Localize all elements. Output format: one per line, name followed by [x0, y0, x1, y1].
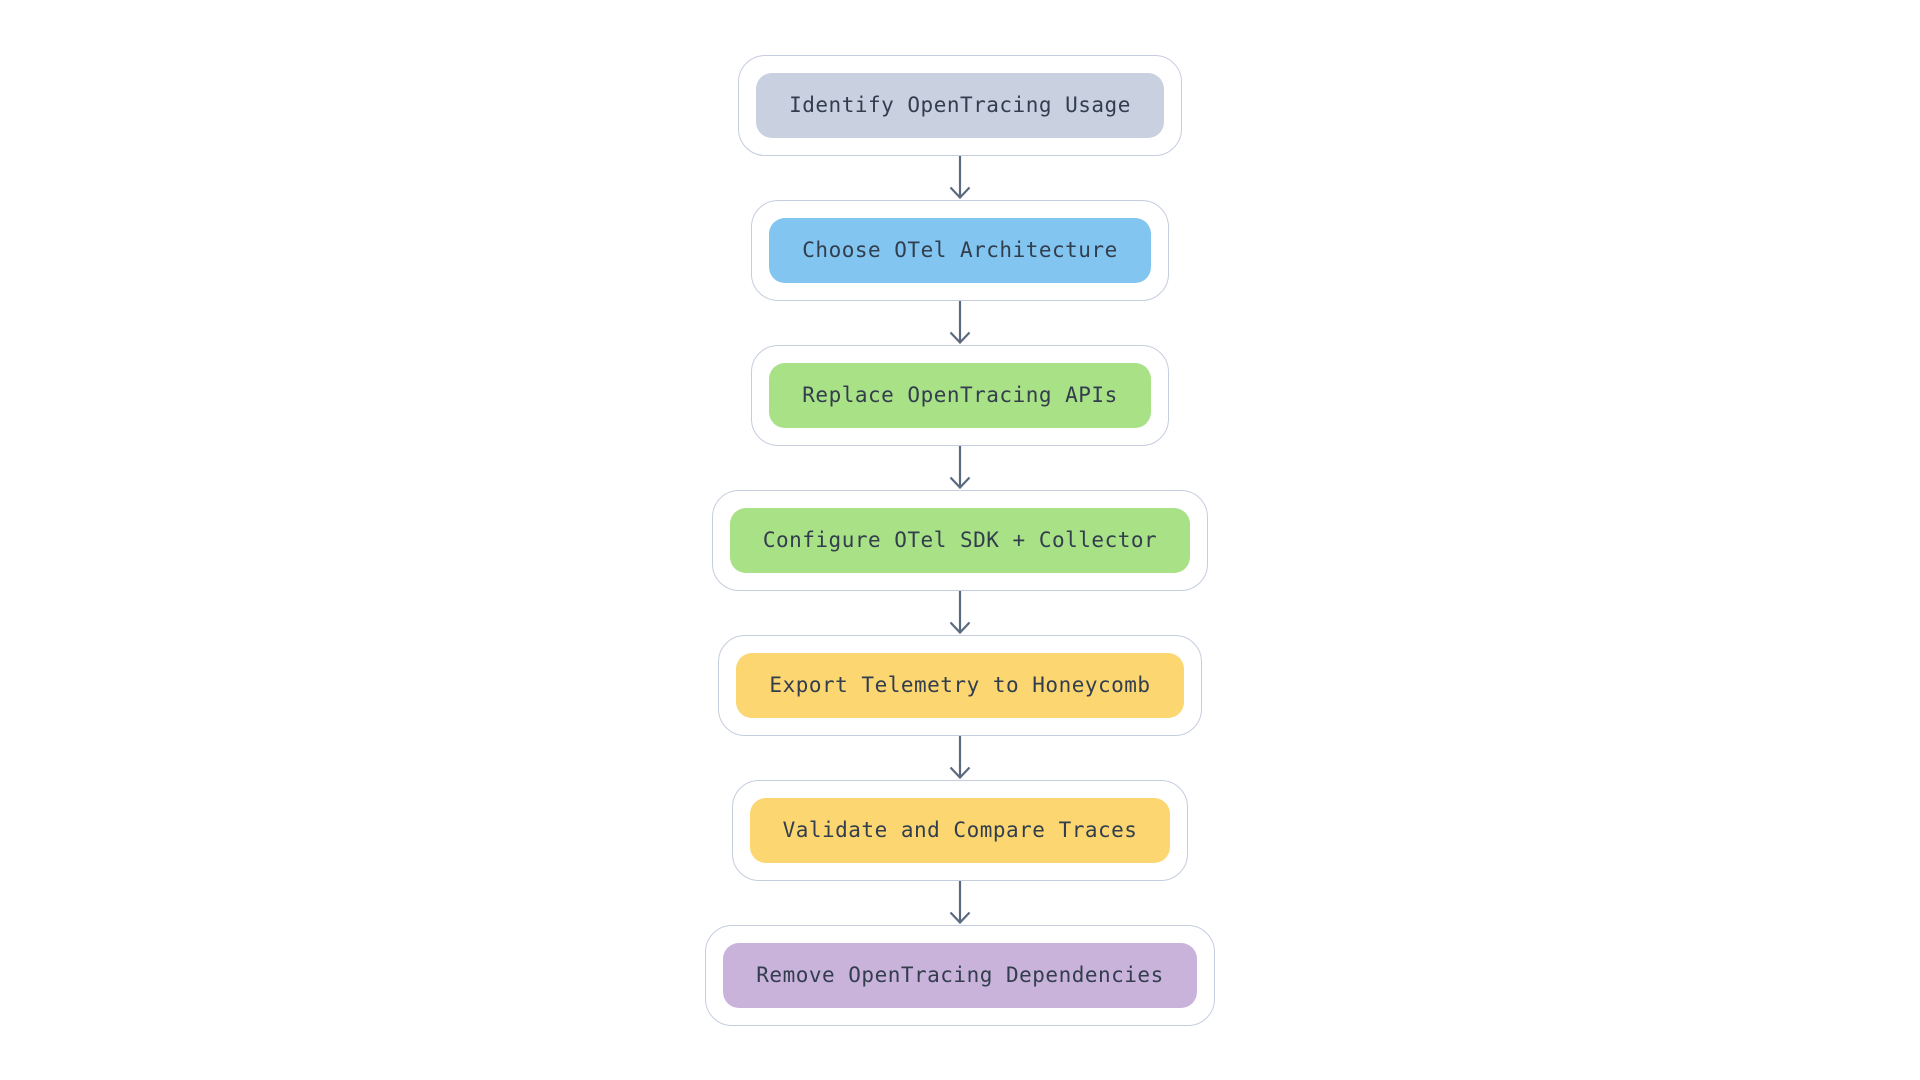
- flow-node-label: Replace OpenTracing APIs: [769, 363, 1151, 428]
- flow-node-label: Identify OpenTracing Usage: [756, 73, 1164, 138]
- flow-node: Configure OTel SDK + Collector: [711, 490, 1209, 591]
- flow-node-label: Configure OTel SDK + Collector: [729, 508, 1191, 573]
- flow-node: Remove OpenTracing Dependencies: [705, 925, 1215, 1026]
- arrow-down-icon: [946, 591, 974, 635]
- flow-node: Validate and Compare Traces: [731, 780, 1189, 881]
- flow-node-label: Validate and Compare Traces: [749, 798, 1171, 863]
- arrow-down-icon: [946, 881, 974, 925]
- flow-node-label: Remove OpenTracing Dependencies: [723, 943, 1197, 1008]
- flow-node: Choose OTel Architecture: [751, 200, 1169, 301]
- arrow-down-icon: [946, 736, 974, 780]
- flow-node: Export Telemetry to Honeycomb: [718, 635, 1202, 736]
- arrow-down-icon: [946, 301, 974, 345]
- flow-node: Identify OpenTracing Usage: [738, 55, 1182, 156]
- arrow-down-icon: [946, 156, 974, 200]
- flow-node-label: Export Telemetry to Honeycomb: [736, 653, 1184, 718]
- flowchart: Identify OpenTracing Usage Choose OTel A…: [705, 55, 1215, 1026]
- flow-node: Replace OpenTracing APIs: [751, 345, 1169, 446]
- arrow-down-icon: [946, 446, 974, 490]
- flow-node-label: Choose OTel Architecture: [769, 218, 1151, 283]
